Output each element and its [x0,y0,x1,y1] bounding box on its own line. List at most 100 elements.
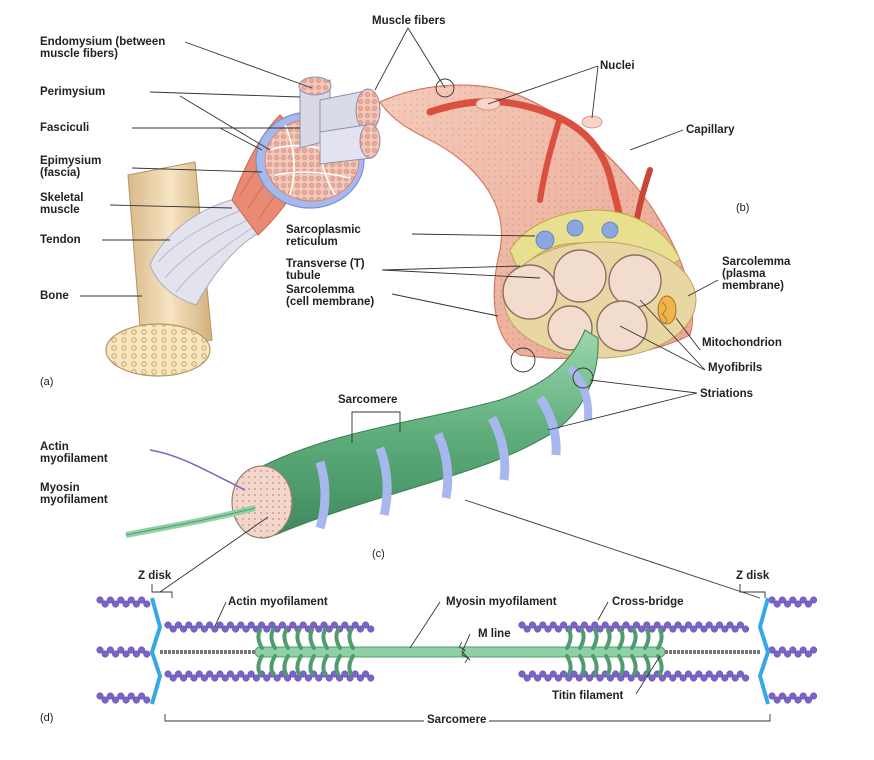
actin-bead [784,696,792,704]
actin-bead [518,670,526,678]
actin-bead [127,646,135,654]
actin-bead [648,674,656,682]
actin-bead [112,650,120,658]
actin-bead [784,650,792,658]
actin-bead [784,600,792,608]
actin-bead [804,650,812,658]
actin-bead [117,646,125,654]
cross-bridge-head [565,628,573,650]
label-epimysium-line1: Epimysium [40,155,102,167]
actin-bead [242,674,250,682]
actin-bead [773,600,781,608]
actin-bead [195,621,203,629]
label-sarcolemma-plasma-line3: membrane) [722,280,784,292]
actin-bead [716,621,724,629]
actin-bead [278,621,286,629]
actin-bead [101,600,109,608]
actin-bead [169,674,177,682]
cross-bridge-head [643,654,651,676]
actin-bead [789,692,797,700]
actin-bead [742,674,750,682]
m-line-mark [458,641,469,664]
actin-bead [226,621,234,629]
actin-bead [367,674,375,682]
label-skeletal-muscle: Skeletal muscle [40,192,83,216]
actin-bead [247,670,255,678]
actin-bead [799,692,807,700]
cross-bridge-head [295,654,303,676]
actin-bead [143,650,151,658]
actin-bead [96,646,104,654]
actin-bead [560,670,568,678]
actin-bead [96,596,104,604]
actin-bead [705,670,713,678]
actin-bead [221,625,229,633]
actin-bead [362,621,370,629]
actin-bead [679,625,687,633]
actin-bead [367,625,375,633]
actin-bead [596,674,604,682]
label-sarcolemma-cell-line2: (cell membrane) [286,296,375,308]
actin-bead [710,625,718,633]
actin-bead [632,621,640,629]
actin-bead [804,696,812,704]
cross-bridge-head [617,654,625,676]
actin-bead [539,621,547,629]
actin-bead [794,600,802,608]
label-sarcoplasmic-reticulum-line2: reticulum [286,236,338,248]
cross-bridge-head [321,654,329,676]
actin-bead [211,674,219,682]
actin-bead [695,621,703,629]
cross-bridge-head [630,654,638,676]
actin-bead [549,621,557,629]
actin-bead [237,670,245,678]
cross-bridge-head [617,628,625,650]
actin-bead [534,674,542,682]
label-actin-c-line2: myofilament [40,453,108,465]
cross-bridge-head [269,628,277,650]
actin-bead [789,646,797,654]
actin-bead [122,600,130,608]
cross-bridge-head [282,654,290,676]
cross-bridge-head [347,628,355,650]
label-actin-c-line1: Actin [40,441,69,453]
actin-bead [695,670,703,678]
label-myosin-myofilament-c: Myosin myofilament [40,482,108,506]
label-sarcoplasmic-reticulum: Sarcoplasmic reticulum [286,224,361,248]
actin-bead [190,674,198,682]
actin-bead [164,670,172,678]
myofibril-cross-sections [502,241,697,359]
label-endomysium-line2: muscle fibers) [40,48,118,60]
actin-bead [612,670,620,678]
actin-bead [185,621,193,629]
label-cross-bridge: Cross-bridge [612,596,684,608]
actin-bead [185,670,193,678]
actin-bead [773,650,781,658]
actin-bead [206,670,214,678]
cross-bridge-head [630,628,638,650]
actin-bead [356,674,364,682]
label-sarcoplasmic-reticulum-line1: Sarcoplasmic [286,224,361,236]
actin-bead [96,692,104,700]
actin-bead [554,625,562,633]
actin-bead [127,692,135,700]
actin-bead [700,625,708,633]
actin-bead [586,674,594,682]
cross-bridge-head [308,628,316,650]
cross-bridge-head [334,628,342,650]
actin-bead [518,621,526,629]
actin-bead [799,646,807,654]
cross-bridge-head [256,654,264,676]
actin-bead [544,674,552,682]
label-epimysium-line2: (fascia) [40,167,81,179]
actin-bead [810,596,818,604]
actin-bead [112,600,120,608]
label-skeletal-muscle-line1: Skeletal [40,192,84,204]
cross-bridge-head [295,628,303,650]
z-disk-right [758,597,770,705]
actin-bead [690,674,698,682]
cross-bridge-head [604,628,612,650]
cross-bridge-head [347,654,355,676]
actin-bead [731,625,739,633]
